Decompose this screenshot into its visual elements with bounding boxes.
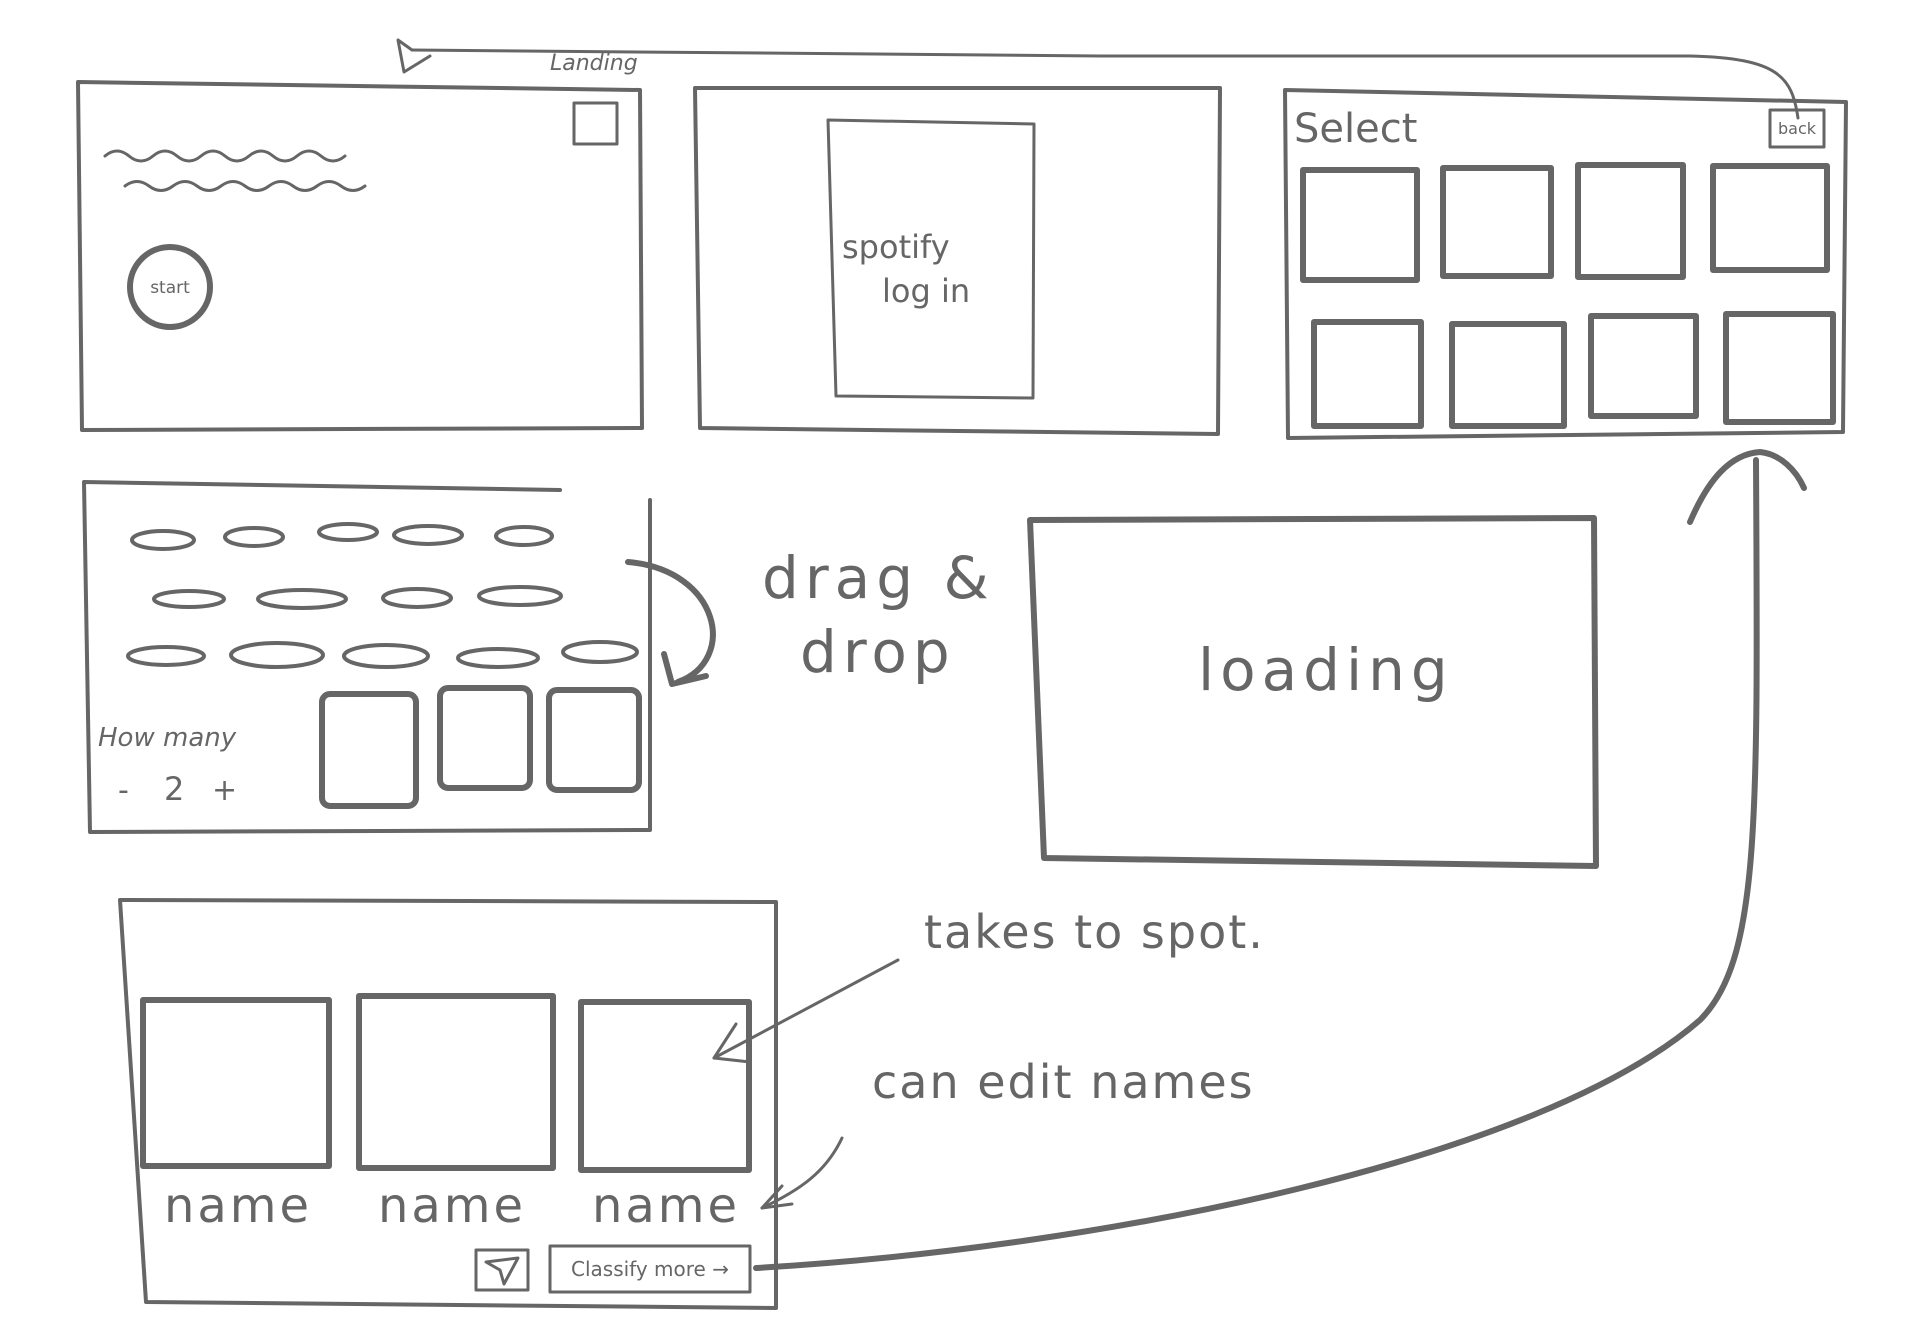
increment-button[interactable]: + — [212, 773, 237, 808]
subheadline-placeholder — [123, 180, 367, 192]
drag-arrowhead — [661, 651, 709, 687]
playlist-cover[interactable] — [356, 993, 556, 1171]
classify-more-button[interactable]: Classify more → — [548, 1244, 752, 1294]
spotify-login-line2[interactable]: log in — [882, 272, 970, 310]
count-value: 2 — [164, 770, 184, 808]
menu-icon[interactable] — [572, 101, 619, 146]
playlist-tile[interactable] — [1440, 165, 1554, 279]
song-chip[interactable] — [477, 585, 563, 607]
takes-to-spot-arrowhead — [712, 1022, 752, 1064]
playlist-tile[interactable] — [1588, 313, 1699, 419]
select-frame: Select back — [1283, 88, 1848, 440]
playlist-name[interactable]: name — [164, 1178, 312, 1234]
playlist-name[interactable]: name — [592, 1178, 740, 1234]
decrement-button[interactable]: - — [118, 773, 129, 808]
playlist-cover[interactable] — [140, 997, 332, 1169]
song-chip[interactable] — [126, 645, 206, 667]
playlist-tile[interactable] — [1311, 319, 1424, 429]
start-button-label: start — [150, 278, 190, 298]
playlist-tile[interactable] — [1449, 321, 1567, 429]
song-chip[interactable] — [229, 641, 325, 669]
how-many-label: How many — [98, 723, 237, 753]
landing-frame: start — [76, 80, 644, 432]
headline-placeholder — [103, 149, 347, 163]
spotify-login-frame: spotify log in — [693, 86, 1222, 436]
drop-box[interactable] — [546, 687, 642, 793]
song-chip[interactable] — [152, 589, 226, 609]
playlist-tile[interactable] — [1300, 167, 1420, 283]
landing-title: Landing — [550, 51, 638, 76]
classify-more-return-arrow — [753, 457, 1760, 1271]
song-chip[interactable] — [381, 587, 453, 609]
back-button[interactable]: back — [1768, 108, 1826, 149]
can-edit-names-arrowhead — [760, 1184, 794, 1210]
back-to-landing-arrowhead — [396, 38, 432, 74]
loading-label: loading — [1198, 636, 1454, 704]
playlist-tile[interactable] — [1723, 311, 1836, 425]
takes-to-spot-arrow — [712, 958, 900, 1060]
send-icon — [484, 1256, 520, 1286]
send-button[interactable] — [474, 1248, 530, 1292]
playlist-tile[interactable] — [1575, 162, 1686, 280]
takes-to-spot-note: takes to spot. — [924, 905, 1265, 959]
drag-drop-note-line2: drop — [800, 618, 956, 686]
song-chip[interactable] — [342, 643, 430, 669]
song-chip[interactable] — [392, 524, 464, 546]
playlist-tile[interactable] — [1710, 163, 1830, 273]
start-button[interactable]: start — [127, 244, 213, 330]
drop-box[interactable] — [437, 685, 533, 791]
spotify-login-line1: spotify — [842, 228, 950, 266]
classify-more-label: Classify more → — [571, 1257, 729, 1281]
back-button-label: back — [1778, 119, 1817, 138]
drag-arrow — [625, 559, 716, 685]
arrange-frame: How many - 2 + — [82, 480, 716, 834]
classify-more-return-arrowhead — [1687, 449, 1807, 525]
song-chip[interactable] — [317, 522, 379, 542]
playlist-cover[interactable] — [578, 999, 752, 1173]
song-chip[interactable] — [130, 529, 196, 551]
song-chip[interactable] — [494, 525, 554, 547]
loading-frame: loading — [1027, 515, 1599, 869]
song-chip[interactable] — [223, 526, 285, 548]
song-chip[interactable] — [256, 588, 348, 610]
spotify-login-card — [826, 118, 1036, 400]
select-title: Select — [1294, 106, 1417, 152]
can-edit-names-arrow — [760, 1136, 844, 1210]
song-chip[interactable] — [456, 647, 540, 669]
song-chip[interactable] — [561, 640, 639, 664]
playlist-name[interactable]: name — [378, 1178, 526, 1234]
results-frame: name name name Classify more → — [118, 898, 778, 1310]
drop-box[interactable] — [319, 691, 419, 809]
drag-drop-note-line1: drag & — [762, 544, 995, 612]
can-edit-names-note: can edit names — [872, 1055, 1255, 1109]
